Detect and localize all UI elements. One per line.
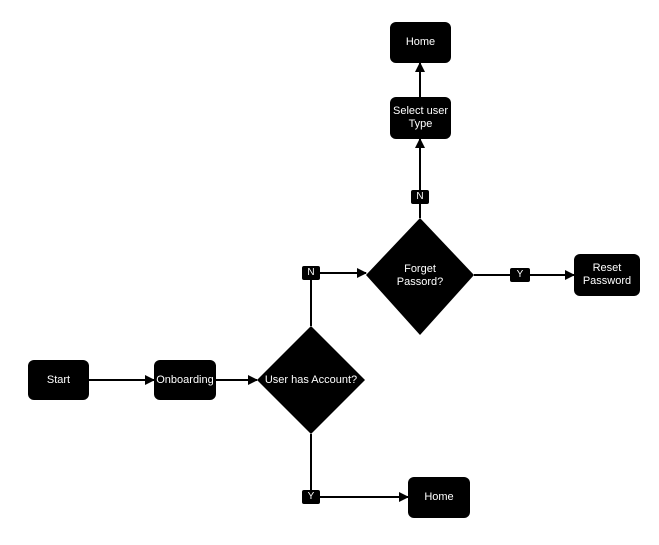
edge-label-no-account: N: [302, 266, 320, 280]
decision-user-has-account-label[interactable]: User has Account?: [264, 373, 358, 386]
node-start[interactable]: Start: [28, 360, 89, 400]
node-home-top[interactable]: Home: [390, 22, 451, 63]
node-reset-password[interactable]: Reset Password: [574, 254, 640, 296]
edge-account-forget: [310, 268, 367, 326]
edge-label-yes-forget: Y: [510, 268, 530, 282]
node-home-bottom[interactable]: Home: [408, 477, 470, 518]
decision-forget-password-label[interactable]: Forget Passord?: [396, 263, 444, 288]
decision-forget-password-shape: [366, 218, 474, 335]
edge-label-no-forget: N: [411, 190, 429, 204]
decision-user-has-account-shape: [257, 326, 365, 434]
edge-label-yes-account: Y: [302, 490, 320, 504]
node-onboarding[interactable]: Onboarding: [154, 360, 216, 400]
edge-account-home: [310, 434, 409, 502]
node-select-user-type[interactable]: Select user Type: [390, 97, 451, 139]
